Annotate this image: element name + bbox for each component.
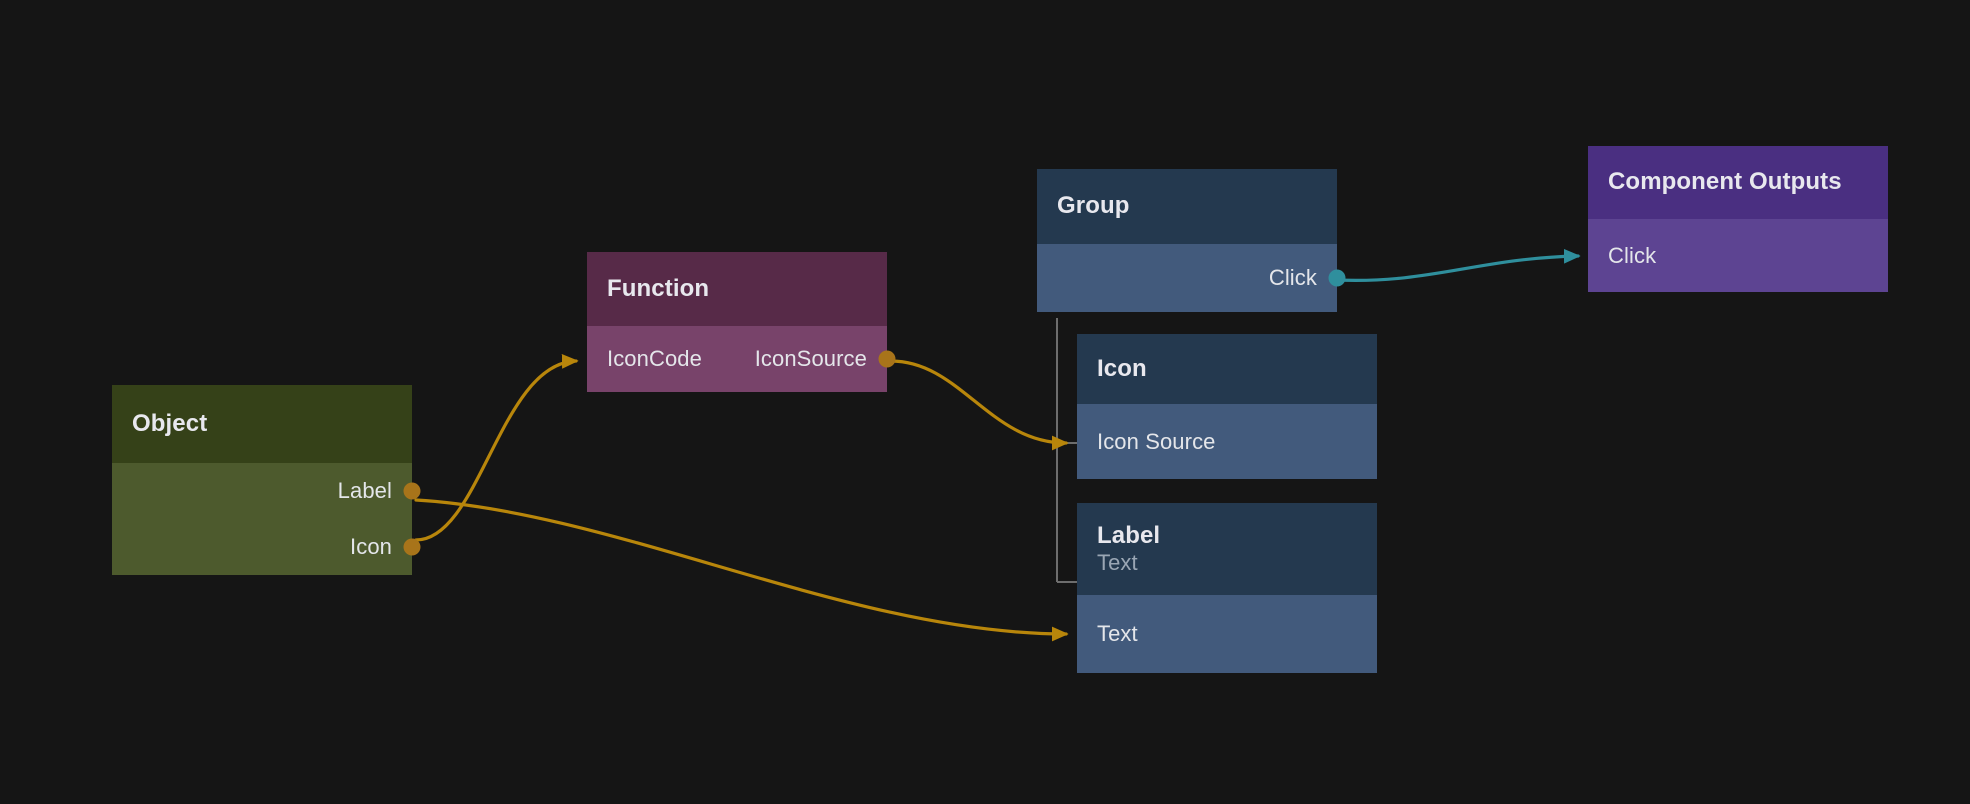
component-outputs-node-title: Component Outputs: [1608, 168, 1842, 196]
label-node-title: Label: [1097, 521, 1161, 549]
component-outputs-node-port-row: Click: [1588, 219, 1888, 292]
function-node-title: Function: [607, 274, 710, 302]
icon-node-body: Icon Source: [1077, 404, 1377, 479]
input-port-label[interactable]: Click: [1608, 242, 1657, 268]
output-port-dot[interactable]: [403, 538, 421, 556]
group-node-title: Group: [1057, 192, 1130, 220]
output-port-dot[interactable]: [403, 482, 421, 500]
function-node-port-row: IconCode IconSource: [587, 326, 896, 392]
input-port-label[interactable]: Icon Source: [1097, 428, 1216, 454]
icon-node-port-row: Icon Source: [1077, 404, 1377, 479]
function-node-header[interactable]: Function: [587, 252, 887, 326]
group-node-port-row: Click: [1037, 244, 1346, 312]
group-node-body: Click: [1037, 244, 1346, 312]
output-port-label[interactable]: Click: [1268, 265, 1317, 290]
input-port-label[interactable]: Text: [1097, 621, 1138, 646]
output-port-label[interactable]: IconSource: [754, 346, 867, 371]
label-node-body: Text: [1077, 595, 1377, 673]
label-node-subtitle: Text: [1097, 549, 1138, 575]
icon-node-header[interactable]: Icon: [1077, 334, 1377, 404]
label-node-port-row: Text: [1077, 595, 1377, 673]
component-outputs-node-body: Click: [1588, 219, 1888, 292]
function-node-body: IconCode IconSource: [587, 326, 896, 392]
output-port-dot[interactable]: [878, 350, 896, 368]
object-node-title: Object: [132, 409, 208, 437]
component-outputs-node-header[interactable]: Component Outputs: [1588, 146, 1888, 219]
output-port-dot[interactable]: [1328, 269, 1346, 287]
object-node-port-row: Icon: [112, 519, 421, 575]
icon-node-title: Icon: [1097, 354, 1147, 382]
output-port-label[interactable]: Label: [337, 478, 392, 503]
object-node-port-row: Label: [112, 463, 421, 519]
input-port-label[interactable]: IconCode: [607, 346, 702, 371]
object-node-header[interactable]: Object: [112, 385, 412, 463]
output-port-label[interactable]: Icon: [350, 534, 392, 559]
group-node-header[interactable]: Group: [1037, 169, 1337, 244]
